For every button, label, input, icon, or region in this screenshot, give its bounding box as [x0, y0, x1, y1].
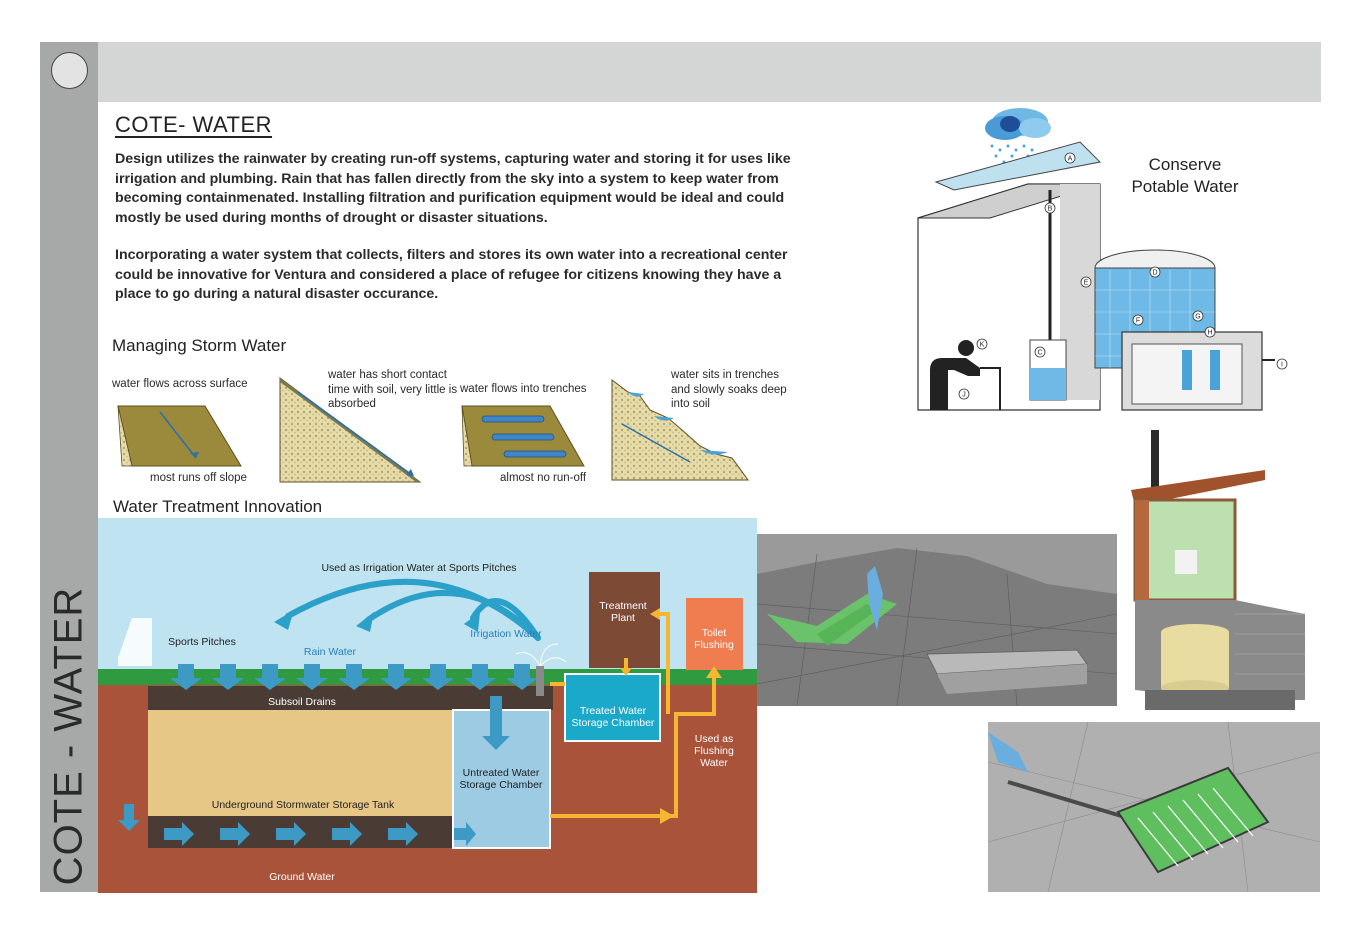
circle-icon: [51, 52, 88, 89]
marker-k: K: [980, 342, 985, 349]
potable-water-diagram: A B C D E F G H I J K: [917, 108, 1288, 411]
treatment-heading: Water Treatment Innovation: [113, 497, 323, 516]
slope-diagram-soaks: [611, 379, 749, 481]
page-title: COTE- WATER: [115, 112, 273, 137]
conserve-line-2: Potable Water: [1131, 177, 1239, 196]
caption-no-runoff: almost no run-off: [500, 472, 587, 484]
person-icon: [930, 340, 980, 410]
slope-diagram-surface: [117, 405, 242, 467]
label-toilet-flushing: Toilet Flushing: [694, 627, 734, 651]
marker-d: D: [1152, 270, 1157, 277]
caption-trenches: water flows into trenches: [460, 383, 587, 395]
second-paragraph: Incorporating a water system that collec…: [115, 247, 788, 302]
marker-g: G: [1195, 314, 1200, 321]
caption-contact: water has short contact time with soil, …: [328, 369, 458, 410]
label-sports-pitches: Sports Pitches: [168, 636, 236, 648]
intro-paragraph: Design utilizes the rainwater by creatin…: [115, 151, 791, 226]
label-ground-water: Ground Water: [269, 871, 335, 883]
marker-h: H: [1207, 330, 1212, 337]
caption-surface: water flows across surface: [112, 378, 248, 390]
slope-diagram-contact: [279, 377, 422, 483]
slope-diagram-trenches: [461, 405, 585, 467]
header-bar: [40, 42, 1321, 102]
marker-c: C: [1037, 350, 1042, 357]
caption-runoff: most runs off slope: [150, 472, 247, 484]
label-rain-water: Rain Water: [303, 646, 357, 658]
label-untreated-chamber: Untreated Water Storage Chamber: [459, 767, 543, 791]
marker-b: B: [1048, 206, 1053, 213]
marker-f: F: [1136, 318, 1140, 325]
green-roof-model-image: [988, 722, 1320, 892]
marker-e: E: [1084, 280, 1089, 287]
marker-j: J: [962, 392, 966, 399]
cloud-icon: [985, 108, 1051, 140]
sidebar-title: COTE - WATER: [46, 586, 91, 886]
marker-i: I: [1281, 362, 1283, 369]
label-treatment-plant: Treatment Plant: [599, 600, 647, 624]
label-subsoil-drains: Subsoil Drains: [268, 696, 336, 708]
sidebar: [40, 42, 98, 892]
storm-water-heading: Managing Storm Water: [112, 336, 287, 355]
caption-soaks: water sits in trenches and slowly soaks …: [671, 369, 787, 410]
marker-a: A: [1068, 156, 1073, 163]
label-irrigation-water: Irrigation Water: [470, 628, 542, 640]
conserve-line-1: Conserve: [1148, 155, 1222, 174]
label-irrigation-top: Used as Irrigation Water at Sports Pitch…: [321, 562, 517, 574]
composting-toilet-image: [1131, 430, 1305, 710]
label-storage-tank: Underground Stormwater Storage Tank: [211, 799, 395, 811]
conserve-label: Conserve Potable Water: [1120, 154, 1250, 198]
label-used-flushing: Used as Flushing Water: [694, 733, 734, 769]
label-treated-chamber: Treated Water Storage Chamber: [571, 705, 655, 729]
storm-water-diagrams: [117, 377, 749, 483]
water-treatment-diagram: [98, 518, 757, 893]
hillside-model-image: [757, 534, 1117, 706]
